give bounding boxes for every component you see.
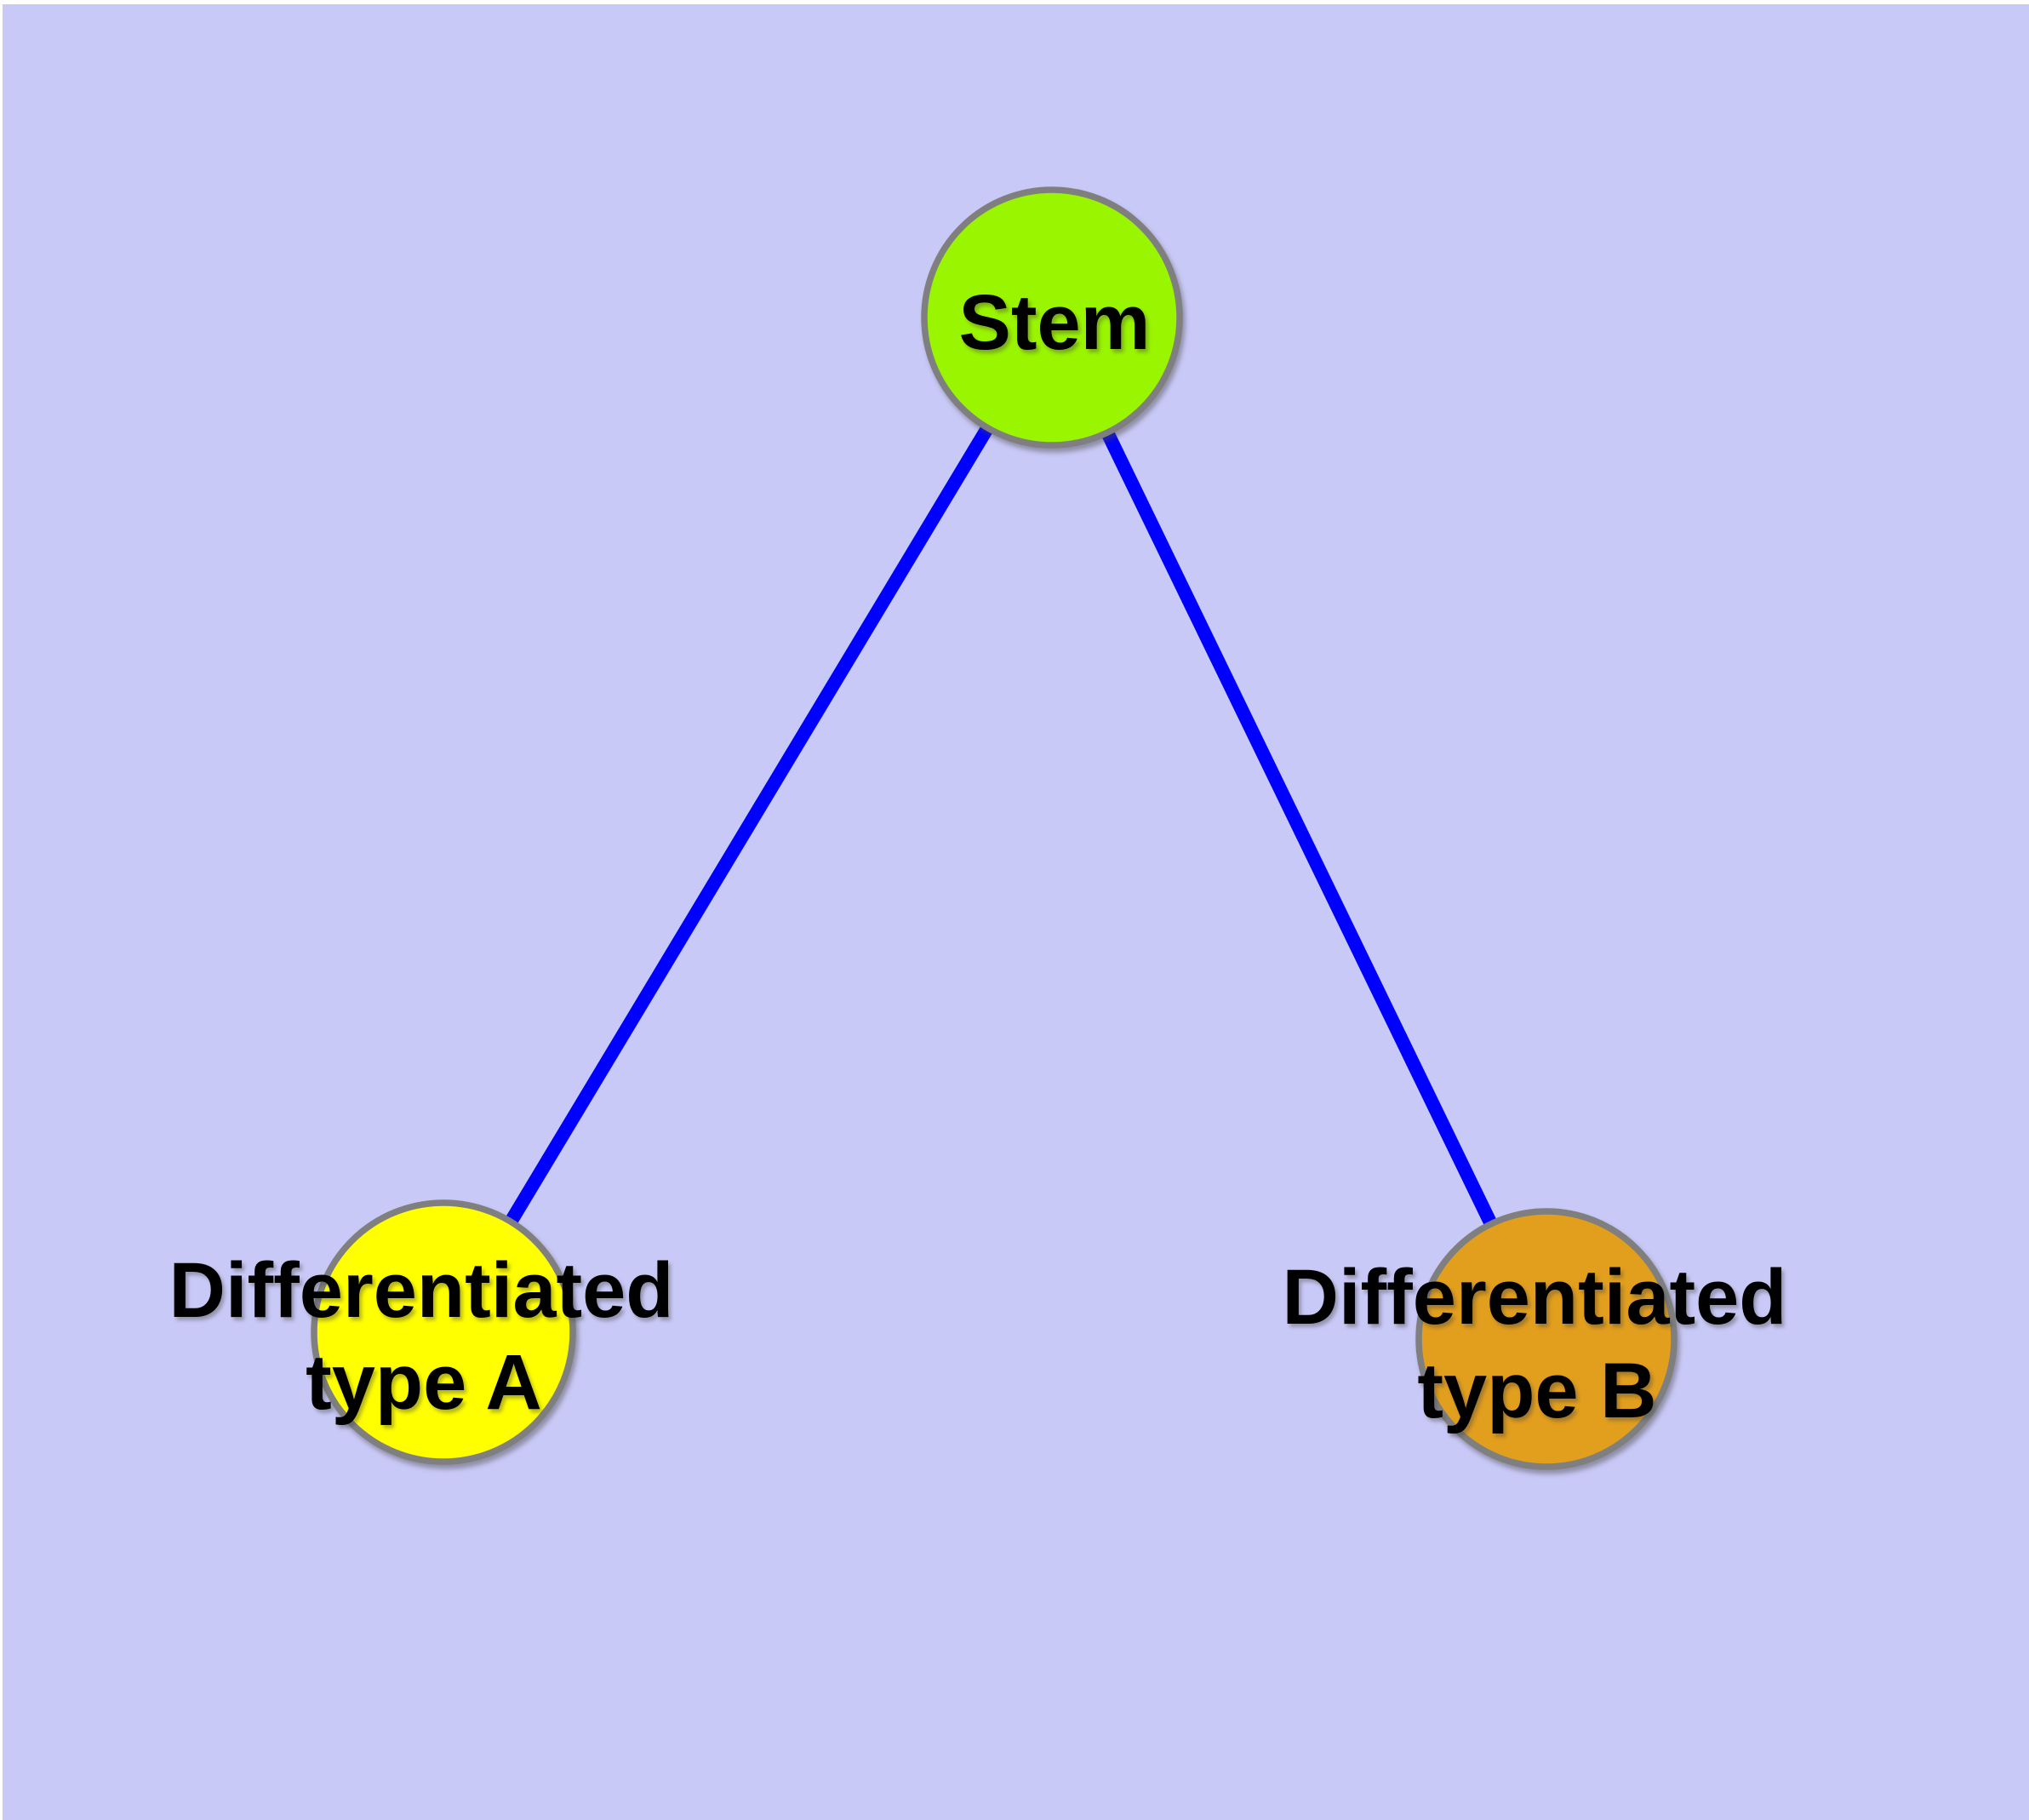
type-b-node-circle bbox=[1415, 1208, 1677, 1470]
type-a-node-circle bbox=[311, 1199, 576, 1465]
node-stem: Stem bbox=[921, 186, 1183, 449]
node-differentiated-type-b: Differentiated type B bbox=[1283, 1208, 1787, 1470]
type-b-node-label-line2: type B bbox=[1417, 1348, 1656, 1434]
stem-node-circle bbox=[921, 186, 1183, 449]
node-differentiated-type-a: Differentiated type A bbox=[169, 1199, 674, 1465]
edge-stem-to-type-a bbox=[504, 426, 992, 1228]
type-a-node-label-line2: type A bbox=[306, 1339, 542, 1426]
type-a-node-label-line1: Differentiated bbox=[169, 1247, 674, 1334]
edge-stem-to-type-b bbox=[1100, 429, 1498, 1228]
stem-node-label: Stem bbox=[959, 279, 1151, 366]
type-b-node-label-line1: Differentiated bbox=[1283, 1254, 1787, 1341]
